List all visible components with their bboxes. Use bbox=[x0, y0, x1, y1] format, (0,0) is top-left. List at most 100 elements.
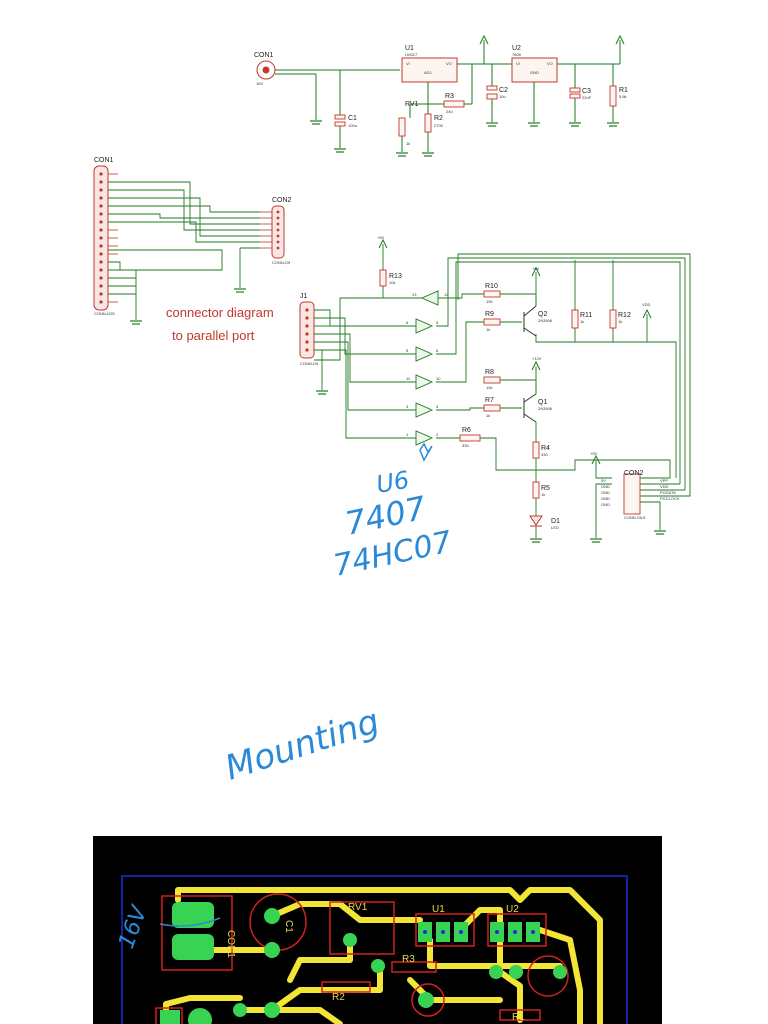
u2-value: 7805 bbox=[512, 52, 522, 57]
j1-pin-hole bbox=[305, 348, 309, 352]
pcb-r2-label: R2 bbox=[332, 992, 345, 1003]
r7-resistor bbox=[483, 404, 501, 412]
r13-resistor bbox=[379, 269, 387, 287]
u2-ref: U2 bbox=[512, 45, 521, 52]
pcb-silkscreen bbox=[155, 893, 569, 1024]
d9-connector-body bbox=[271, 205, 285, 259]
connector-note-line1: connector diagram bbox=[166, 305, 274, 320]
power-supply-grounds bbox=[310, 120, 619, 157]
con2-side-label: GND bbox=[601, 496, 610, 501]
r2-resistor bbox=[424, 113, 432, 133]
d25-pin-hole bbox=[99, 260, 103, 264]
d25-pin-hole bbox=[99, 204, 103, 208]
pcb-rv1-pad-2 bbox=[371, 959, 385, 973]
r13-ref: R13 bbox=[389, 273, 402, 280]
r12-resistor bbox=[609, 309, 617, 329]
pcb-background bbox=[93, 836, 662, 1024]
power-jack-pin bbox=[262, 66, 270, 74]
r7-value: 1k bbox=[486, 413, 490, 418]
d9-con2-sub: CONN-D9 bbox=[272, 260, 291, 265]
pcb-con1-pad-2 bbox=[172, 934, 214, 960]
d9-con2-ref: CON2 bbox=[272, 197, 292, 204]
r8-ref: R8 bbox=[485, 369, 494, 376]
r1-value: 5.6k bbox=[619, 94, 627, 99]
buffer-pin-out: 13 bbox=[412, 292, 417, 297]
con2-pin-label: PGDATA bbox=[660, 490, 676, 495]
pcb-u2-label: U2 bbox=[506, 904, 519, 915]
con2-pin-label: VPP bbox=[660, 478, 668, 483]
c2-capacitor-plate bbox=[486, 93, 498, 100]
d9-pin-hole bbox=[276, 234, 280, 238]
u1-value: LM317 bbox=[405, 52, 418, 57]
pcb-c2-outline bbox=[411, 983, 445, 1017]
d9-pin-hole bbox=[276, 228, 280, 232]
r5-value: 1k bbox=[541, 492, 545, 497]
d25-pin-hole bbox=[99, 172, 103, 176]
con2-supply-label: +5V bbox=[590, 451, 598, 456]
u1-ref: U1 bbox=[405, 45, 414, 52]
q2-ref: Q2 bbox=[538, 311, 547, 318]
u2-pin-vo: VO bbox=[547, 61, 553, 66]
pcb-pad-large bbox=[188, 1008, 212, 1024]
j1-pin-hole bbox=[305, 324, 309, 328]
pcb-c3-outline bbox=[527, 955, 569, 997]
d25-pin-hole bbox=[99, 212, 103, 216]
j1-connector-body bbox=[299, 301, 315, 359]
con1-value: 16V bbox=[256, 81, 263, 86]
r6-value: 330 bbox=[462, 443, 469, 448]
rv1-potentiometer bbox=[398, 117, 406, 137]
buffer-pin-in: 3 bbox=[406, 404, 409, 409]
u1-pin-adj: ADJ bbox=[424, 70, 432, 75]
d25-pin-hole bbox=[99, 220, 103, 224]
con2-side-label: GND bbox=[601, 484, 610, 489]
c3-capacitor bbox=[569, 87, 581, 93]
buffer-pin-in: 5 bbox=[406, 348, 409, 353]
pcb-con1-label: CON1 bbox=[225, 930, 236, 958]
con2-pin-label: VDD bbox=[660, 484, 669, 489]
con1-ref: CON1 bbox=[254, 52, 274, 59]
pcb-r1-outline bbox=[499, 1009, 541, 1021]
d25-con1-ref: CON1 bbox=[94, 157, 114, 164]
c2-ref: C2 bbox=[499, 87, 508, 94]
power-supply-schematic bbox=[256, 40, 621, 152]
connector-diagram bbox=[93, 165, 285, 325]
r5-resistor bbox=[532, 481, 540, 499]
v5-label: +5V bbox=[532, 266, 540, 271]
buffer-pin-in: 1 bbox=[406, 432, 409, 437]
pcb-board-outline bbox=[121, 875, 628, 1024]
programmer-wires bbox=[314, 244, 691, 538]
r5-ref: R5 bbox=[541, 485, 550, 492]
pcb-u1-outline bbox=[415, 913, 475, 947]
pcb-r2-outline bbox=[321, 981, 371, 993]
connector-note-line2: to parallel port bbox=[172, 328, 255, 343]
r10-ref: R10 bbox=[485, 283, 498, 290]
buffer-pin-out: 10 bbox=[436, 376, 441, 381]
pcb-u2-outline bbox=[487, 913, 547, 947]
c1-capacitor-plate bbox=[334, 121, 346, 127]
d25-pin-hole bbox=[99, 252, 103, 256]
d1-value: LED bbox=[551, 525, 559, 530]
r3-resistor bbox=[443, 100, 465, 108]
r6-ref: R6 bbox=[462, 427, 471, 434]
connector-wires bbox=[108, 181, 260, 320]
r11-resistor bbox=[571, 309, 579, 329]
c1-ref: C1 bbox=[348, 115, 357, 122]
pcb-rv1-pad-1 bbox=[343, 933, 357, 947]
r8-value: 10k bbox=[486, 385, 492, 390]
d9-pin-hole bbox=[276, 246, 280, 250]
buffer-gate bbox=[420, 290, 439, 306]
d25-pin-hole bbox=[99, 292, 103, 296]
j1-pin-hole bbox=[305, 316, 309, 320]
vdd-label: VDD bbox=[642, 302, 651, 307]
con2-side-label: GND bbox=[601, 502, 610, 507]
j1-pin-hole bbox=[305, 308, 309, 312]
j1-pin-hole bbox=[305, 332, 309, 336]
u6-marker-scribble bbox=[419, 442, 433, 462]
pcb-pad-a bbox=[489, 965, 503, 979]
c1-capacitor bbox=[334, 114, 346, 120]
pcb-c3-pad bbox=[553, 965, 567, 979]
pcb-r3-outline bbox=[391, 961, 437, 973]
pcb-drill-holes bbox=[423, 930, 535, 934]
